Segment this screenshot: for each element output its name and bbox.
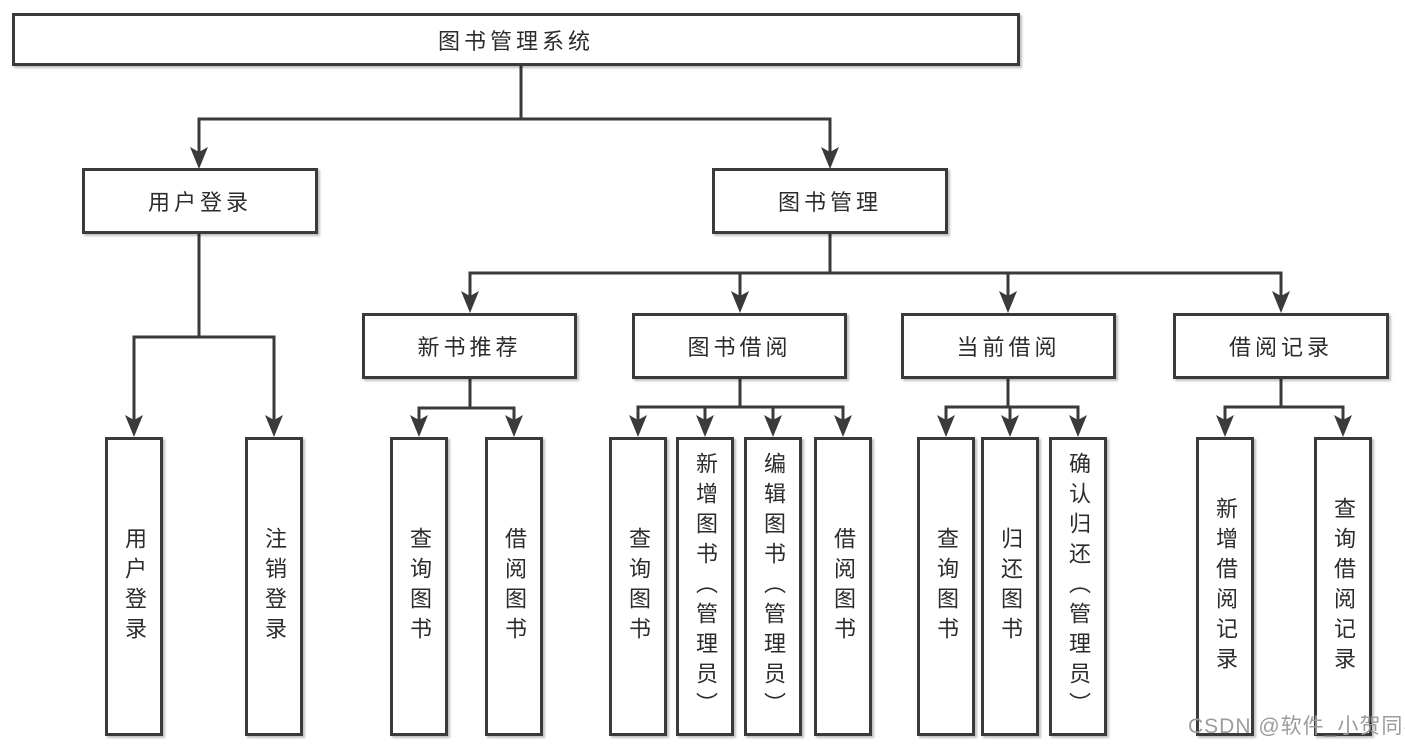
- node-new-book-recommend-label: 新书推荐: [417, 335, 522, 360]
- arrowhead-icon: [834, 415, 852, 437]
- node-book-management-label: 图书管理: [777, 190, 882, 215]
- leaf-add-borrow-record-label: 新增借阅记录: [1213, 496, 1238, 677]
- arrowhead-icon: [190, 147, 208, 169]
- leaf-user-login: 用户登录: [105, 437, 163, 736]
- arrowhead-icon: [999, 291, 1017, 313]
- node-system-root-label: 图书管理系统: [437, 28, 594, 54]
- leaf-borrowing-query-books-label: 查询图书: [626, 526, 651, 647]
- node-borrowing-records: 借阅记录: [1173, 313, 1389, 379]
- arrowhead-icon: [1272, 291, 1290, 313]
- leaf-confirm-return-admin: 确认归还（管理员）: [1049, 437, 1107, 736]
- node-borrowing-records-label: 借阅记录: [1228, 335, 1333, 360]
- node-user-login-label: 用户登录: [147, 190, 252, 215]
- node-current-borrowing: 当前借阅: [901, 313, 1116, 379]
- arrowhead-icon: [731, 291, 749, 313]
- leaf-recommend-borrow-books-label: 借阅图书: [502, 526, 527, 647]
- leaf-borrowing-query-books: 查询图书: [609, 437, 667, 736]
- leaf-add-book-admin-label: 新增图书（管理员）: [693, 451, 718, 722]
- arrowhead-icon: [410, 415, 428, 437]
- leaf-borrowing-borrow-books-label: 借阅图书: [831, 526, 856, 647]
- leaf-current-query-books: 查询图书: [917, 437, 975, 736]
- leaf-recommend-borrow-books: 借阅图书: [485, 437, 543, 736]
- arrowhead-icon: [629, 415, 647, 437]
- arrowhead-icon: [1216, 415, 1234, 437]
- watermark: CSDN @软件_小贺同学: [1188, 715, 1405, 738]
- arrowhead-icon: [265, 415, 283, 437]
- leaf-edit-book-admin: 编辑图书（管理员）: [744, 437, 802, 736]
- leaf-current-query-books-label: 查询图书: [934, 526, 959, 647]
- arrowhead-icon: [1069, 415, 1087, 437]
- leaf-logout-label: 注销登录: [262, 526, 287, 647]
- node-book-borrowing-label: 图书借阅: [687, 335, 792, 360]
- arrowhead-icon: [937, 415, 955, 437]
- leaf-edit-book-admin-label: 编辑图书（管理员）: [761, 451, 786, 722]
- leaf-query-borrow-record-label: 查询借阅记录: [1331, 496, 1356, 677]
- leaf-return-books: 归还图书: [981, 437, 1039, 736]
- arrowhead-icon: [505, 415, 523, 437]
- arrowhead-icon: [764, 415, 782, 437]
- node-book-borrowing: 图书借阅: [632, 313, 847, 379]
- node-current-borrowing-label: 当前借阅: [956, 335, 1061, 360]
- arrowhead-icon: [821, 147, 839, 169]
- leaf-logout: 注销登录: [245, 437, 303, 736]
- leaf-recommend-query-books: 查询图书: [390, 437, 448, 736]
- arrowhead-icon: [461, 291, 479, 313]
- node-book-management: 图书管理: [712, 168, 948, 234]
- arrowhead-icon: [1334, 415, 1352, 437]
- node-system-root: 图书管理系统: [12, 13, 1020, 66]
- leaf-borrowing-borrow-books: 借阅图书: [814, 437, 872, 736]
- leaf-add-borrow-record: 新增借阅记录: [1196, 437, 1254, 736]
- node-new-book-recommend: 新书推荐: [362, 313, 577, 379]
- arrowhead-icon: [125, 415, 143, 437]
- arrowhead-icon: [696, 415, 714, 437]
- node-user-login: 用户登录: [82, 168, 318, 234]
- leaf-return-books-label: 归还图书: [998, 526, 1023, 647]
- leaf-recommend-query-books-label: 查询图书: [407, 526, 432, 647]
- leaf-add-book-admin: 新增图书（管理员）: [676, 437, 734, 736]
- leaf-query-borrow-record: 查询借阅记录: [1314, 437, 1372, 736]
- arrowhead-icon: [1001, 415, 1019, 437]
- leaf-user-login-label: 用户登录: [122, 526, 147, 647]
- leaf-confirm-return-admin-label: 确认归还（管理员）: [1066, 451, 1091, 722]
